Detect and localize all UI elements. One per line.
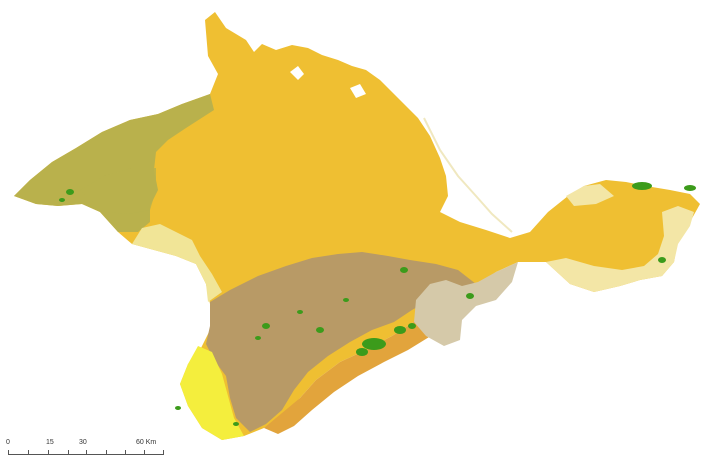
forest-patch [658,257,666,263]
region-olive-strip [80,168,156,214]
lake-north [290,66,304,80]
arabat-spit [423,117,513,233]
scale-tick [163,450,164,455]
scale-tick [8,450,9,455]
forest-patch [684,185,696,191]
scale-tick [68,450,69,455]
forest-patch [255,336,261,340]
forest-patch [466,293,474,299]
forest-patch [400,267,408,273]
region-foothills [206,252,476,432]
scale-label-0: 0 [6,439,10,446]
forest-patch [175,406,181,410]
region-west-steppe [14,94,214,232]
forest-patch [66,189,74,195]
forest-patch [408,323,416,329]
scale-bar: 0 15 30 60 Km [6,439,178,460]
forest-patch [394,326,406,334]
lake-bay [350,84,366,98]
forest-patches [59,182,696,426]
forest-patch [343,298,349,302]
scale-tick [86,450,87,455]
forest-patch [356,348,368,356]
scale-tick [125,450,126,455]
region-southwest [180,346,244,440]
region-south-coast [264,302,456,434]
scale-label-30: 30 [79,439,87,446]
scale-tick [144,450,145,455]
region-west-coast [132,224,222,302]
scale-label-60: 60 Km [136,439,157,446]
forest-patch [316,327,324,333]
forest-patch [362,338,386,350]
scale-tick [28,450,29,455]
region-east-mountains [414,262,518,346]
scale-tick [48,450,49,455]
scale-tick [106,450,107,455]
forest-patch [262,323,270,329]
forest-patch [233,422,239,426]
forest-patch [297,310,303,314]
region-kerch-north [566,184,614,206]
scale-label-15: 15 [46,439,54,446]
forest-patch [632,182,652,190]
region-kerch-east [546,206,694,292]
forest-patch [59,198,65,202]
